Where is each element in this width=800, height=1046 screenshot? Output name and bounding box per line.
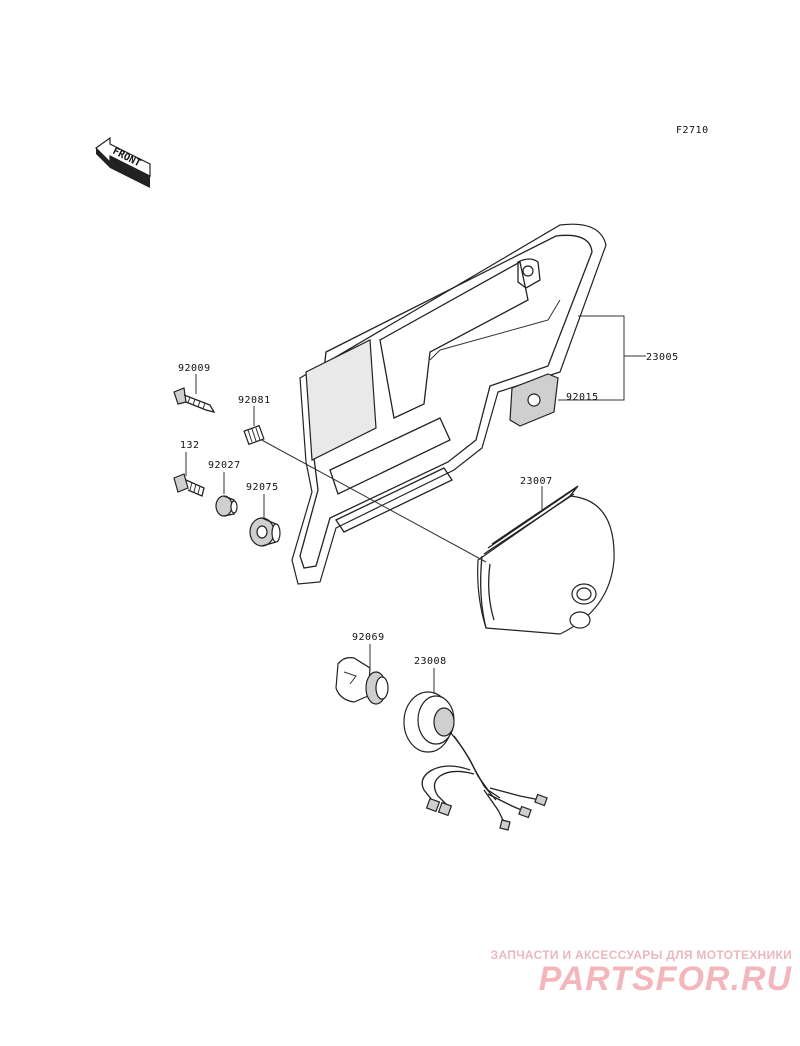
part-92015: 92015 <box>566 392 599 403</box>
part-132: 132 <box>180 440 200 451</box>
grommet-92075 <box>249 517 281 547</box>
plate-92015 <box>509 373 559 427</box>
watermark: ЗАПЧАСТИ И АКСЕССУАРЫ ДЛЯ МОТОТЕХНИКИ PA… <box>472 948 792 999</box>
screw-92009 <box>173 387 216 414</box>
part-92009: 92009 <box>178 363 211 374</box>
watermark-tagline: ЗАПЧАСТИ И АКСЕССУАРЫ ДЛЯ МОТОТЕХНИКИ <box>490 948 792 962</box>
part-92069: 92069 <box>352 632 385 643</box>
bulb-92069 <box>335 657 389 705</box>
collar-92027 <box>215 495 238 517</box>
part-92075: 92075 <box>246 482 279 493</box>
part-23005: 23005 <box>646 352 679 363</box>
part-92027: 92027 <box>208 460 241 471</box>
socket-23008 <box>403 691 548 831</box>
front-arrow-icon: FRONT <box>95 136 151 188</box>
part-23007: 23007 <box>520 476 553 487</box>
part-92081: 92081 <box>238 395 271 406</box>
leader-23005 <box>558 315 646 401</box>
housing-23005 <box>291 223 607 585</box>
part-23008: 23008 <box>414 656 447 667</box>
bolt-132 <box>173 473 205 497</box>
lens-23007 <box>477 485 615 635</box>
figure-code: F2710 <box>676 125 709 136</box>
watermark-logo: PARTSFOR.RU <box>538 960 792 998</box>
spring-92081 <box>243 424 265 446</box>
leader-92081-lens <box>257 437 487 563</box>
